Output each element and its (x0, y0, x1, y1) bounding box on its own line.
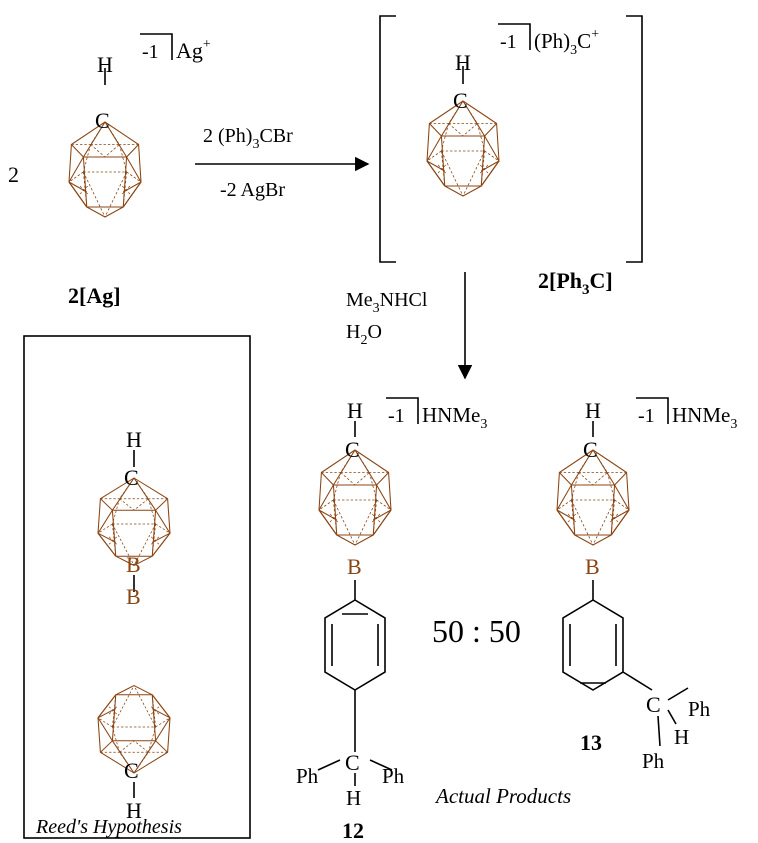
product13-b-label: B (585, 554, 600, 579)
product12-b-label: B (347, 554, 362, 579)
product12-h-label: H (347, 398, 363, 423)
intermediate-cage (426, 100, 500, 197)
product13-counterion: HNMe3 (672, 403, 737, 432)
product12-ph-left-bond (317, 759, 341, 771)
reactant-charge: -1 (142, 41, 159, 63)
product13-ring-double-bonds (569, 624, 617, 684)
reactant-cage (68, 121, 142, 218)
product13-ch-h-bond (667, 709, 677, 725)
product13-charge-bracket (636, 397, 669, 424)
product12-counterion: HNMe3 (422, 403, 487, 432)
intermediate-c-label: C (453, 88, 468, 113)
intermediate-counterion: (Ph)3C+ (534, 27, 599, 58)
product12-ph-right: Ph (382, 764, 405, 788)
product12-ch-c: C (345, 750, 360, 775)
hypothesis-top-h: H (126, 427, 142, 452)
step1-byproduct: -2 AgBr (220, 179, 285, 201)
intermediate-compound-label: 2[Ph3C] (538, 268, 613, 298)
product13-c-label: C (583, 437, 598, 462)
reactant-c-label: C (95, 108, 110, 133)
product13-ch-c: C (646, 692, 661, 717)
intermediate-h-label: H (455, 50, 471, 75)
intermediate-charge-bracket (498, 23, 531, 50)
hypothesis-boron-2: B (126, 584, 141, 609)
product12-ph-right-bond (369, 759, 393, 771)
product13-ring-ch-bond (622, 671, 653, 691)
product13-benzene-ring (562, 599, 624, 691)
product12-charge: -1 (388, 405, 405, 427)
hypothesis-caption: Reed's Hypothesis (35, 816, 182, 838)
product13-label: 13 (580, 730, 602, 755)
product12-ph-left: Ph (296, 764, 319, 788)
product13-ph-bottom: Ph (642, 749, 665, 773)
product-ratio: 50 : 50 (432, 613, 521, 649)
step1-reagent: 2 (Ph)3CBr (203, 125, 293, 152)
intermediate-right-bracket (626, 15, 643, 263)
hypothesis-bottom-c: C (124, 758, 139, 783)
hypothesis-boron-1: B (126, 552, 141, 577)
reactant-charge-bracket (140, 33, 173, 60)
reactant-coefficient: 2 (8, 162, 19, 187)
reactant-h-label: H (97, 52, 113, 77)
product13-h-label: H (585, 398, 601, 423)
reactant-counterion: Ag+ (176, 37, 211, 63)
product12-ch-h: H (346, 786, 361, 810)
product13-ch-h: H (674, 725, 689, 749)
product13-charge: -1 (638, 405, 655, 427)
product13-ph-top: Ph (688, 697, 711, 721)
product12-cage (318, 449, 392, 546)
hypothesis-bottom-h: H (126, 798, 142, 823)
product12-c-label: C (345, 437, 360, 462)
product13-cage (556, 449, 630, 546)
hypothesis-top-c: C (124, 465, 139, 490)
product12-ring-double-bonds (331, 613, 379, 666)
products-caption: Actual Products (434, 784, 571, 808)
hypothesis-box (23, 335, 251, 839)
step2-reagent2: H2O (346, 321, 382, 348)
product13-ph-bottom-bond (657, 715, 661, 747)
product12-charge-bracket (386, 397, 419, 424)
product12-label: 12 (342, 818, 364, 843)
intermediate-left-bracket (379, 15, 396, 263)
reactant-compound-label: 2[Ag] (68, 283, 121, 308)
intermediate-charge: -1 (500, 31, 517, 53)
step2-reagent1: Me3NHCl (346, 289, 428, 316)
product13-ph-top-bond (667, 687, 689, 701)
